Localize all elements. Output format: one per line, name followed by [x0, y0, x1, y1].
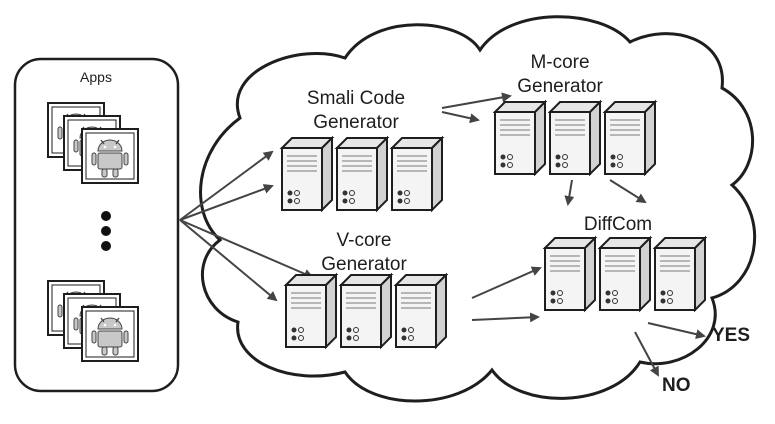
- arrow-icon: [179, 184, 274, 221]
- outcome-no: NO: [662, 375, 691, 396]
- arrows-from-apps: [179, 150, 314, 302]
- arrow-icon: [179, 219, 314, 279]
- smali-label-line1: Smali Code: [307, 88, 405, 109]
- apps-title: Apps: [80, 69, 112, 85]
- apps-panel: Apps: [13, 57, 180, 393]
- server-tower-icon: [654, 237, 706, 311]
- smali-label-line2: Generator: [313, 112, 399, 133]
- arrow-icon: [609, 179, 647, 204]
- arrows-internal: [441, 92, 706, 377]
- arrow-icon: [647, 322, 706, 340]
- smali-code-generator: Smali Code Generator: [281, 88, 443, 211]
- server-tower-icon: [395, 274, 447, 348]
- ellipsis-dots: [101, 211, 111, 251]
- server-tower-icon: [544, 237, 596, 311]
- server-tower-icon: [391, 137, 443, 211]
- arrow-icon: [471, 266, 542, 299]
- arrow-icon: [564, 179, 575, 206]
- arrow-icon: [441, 92, 512, 109]
- dot-icon: [101, 211, 111, 221]
- arrow-icon: [441, 111, 480, 124]
- dot-icon: [101, 241, 111, 251]
- diffcom-label: DiffCom: [584, 214, 652, 235]
- arrow-icon: [634, 331, 659, 377]
- server-tower-icon: [281, 137, 333, 211]
- arrow-icon: [179, 219, 278, 302]
- server-tower-icon: [549, 101, 601, 175]
- server-tower-icon: [604, 101, 656, 175]
- m-core-generator: M-core Generator: [494, 52, 656, 175]
- server-tower-icon: [340, 274, 392, 348]
- arrow-icon: [179, 150, 274, 221]
- dot-icon: [101, 226, 111, 236]
- server-tower-icon: [336, 137, 388, 211]
- vcore-label-line1: V-core: [337, 230, 392, 251]
- vcore-label-line2: Generator: [321, 254, 407, 275]
- android-app-icon: [81, 128, 139, 184]
- diffcom: DiffCom: [544, 214, 706, 311]
- server-tower-icon: [599, 237, 651, 311]
- android-app-icon: [81, 306, 139, 362]
- outcome-yes: YES: [712, 325, 750, 346]
- mcore-label-line1: M-core: [530, 52, 589, 73]
- v-core-generator: V-core Generator: [285, 230, 447, 348]
- server-tower-icon: [494, 101, 546, 175]
- arrow-icon: [471, 312, 540, 323]
- mcore-label-line2: Generator: [517, 76, 603, 97]
- server-tower-icon: [285, 274, 337, 348]
